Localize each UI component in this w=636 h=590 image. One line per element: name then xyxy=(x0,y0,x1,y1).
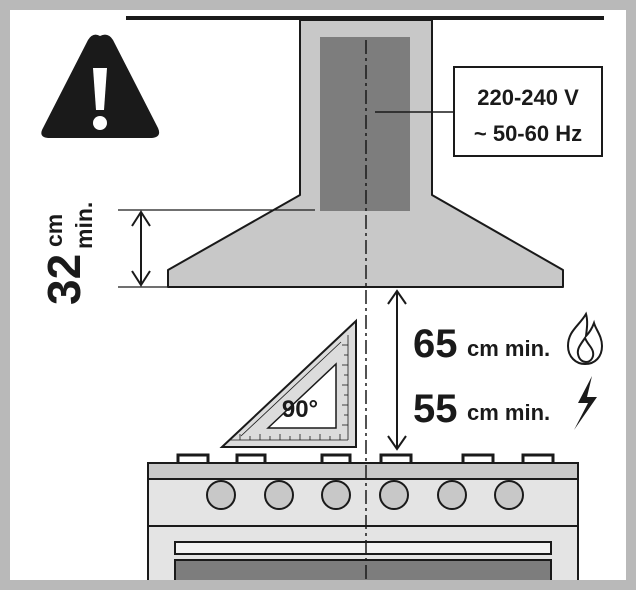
set-square-ruler: 90° xyxy=(219,318,357,448)
control-knobs xyxy=(206,480,524,510)
voltage-label-line1: 220-240 V xyxy=(477,85,579,110)
flame-icon xyxy=(566,311,604,366)
hood-clearance-label: 32 cm min. xyxy=(38,202,97,305)
hood-clearance-value: 32 xyxy=(38,254,90,305)
cooktop-clearance-dimension xyxy=(387,289,407,451)
square-angle-label: 90° xyxy=(282,396,318,423)
control-knob xyxy=(321,480,351,510)
oven-door-handle xyxy=(174,541,552,555)
electric-clearance-value: 55 xyxy=(413,387,458,431)
cooker xyxy=(147,453,579,586)
hood-clearance-dimension xyxy=(118,209,315,288)
control-knob xyxy=(494,480,524,510)
voltage-label-box xyxy=(453,66,603,157)
gas-clearance-unit: cm min. xyxy=(467,336,550,361)
gas-clearance-value: 65 xyxy=(413,322,458,366)
control-knob xyxy=(437,480,467,510)
lightning-icon xyxy=(574,376,597,430)
cooktop-surface xyxy=(147,462,579,480)
voltage-label-line2: ~ 50-60 Hz xyxy=(474,121,582,146)
control-knob xyxy=(379,480,409,510)
control-knob xyxy=(206,480,236,510)
hood-clearance-qualifier: min. xyxy=(71,202,97,249)
exclamation-warning-icon xyxy=(41,34,160,138)
electric-clearance-unit: cm min. xyxy=(467,400,550,425)
control-knob xyxy=(264,480,294,510)
hood-clearance-unit: cm xyxy=(41,214,67,247)
pan-supports xyxy=(176,453,555,463)
